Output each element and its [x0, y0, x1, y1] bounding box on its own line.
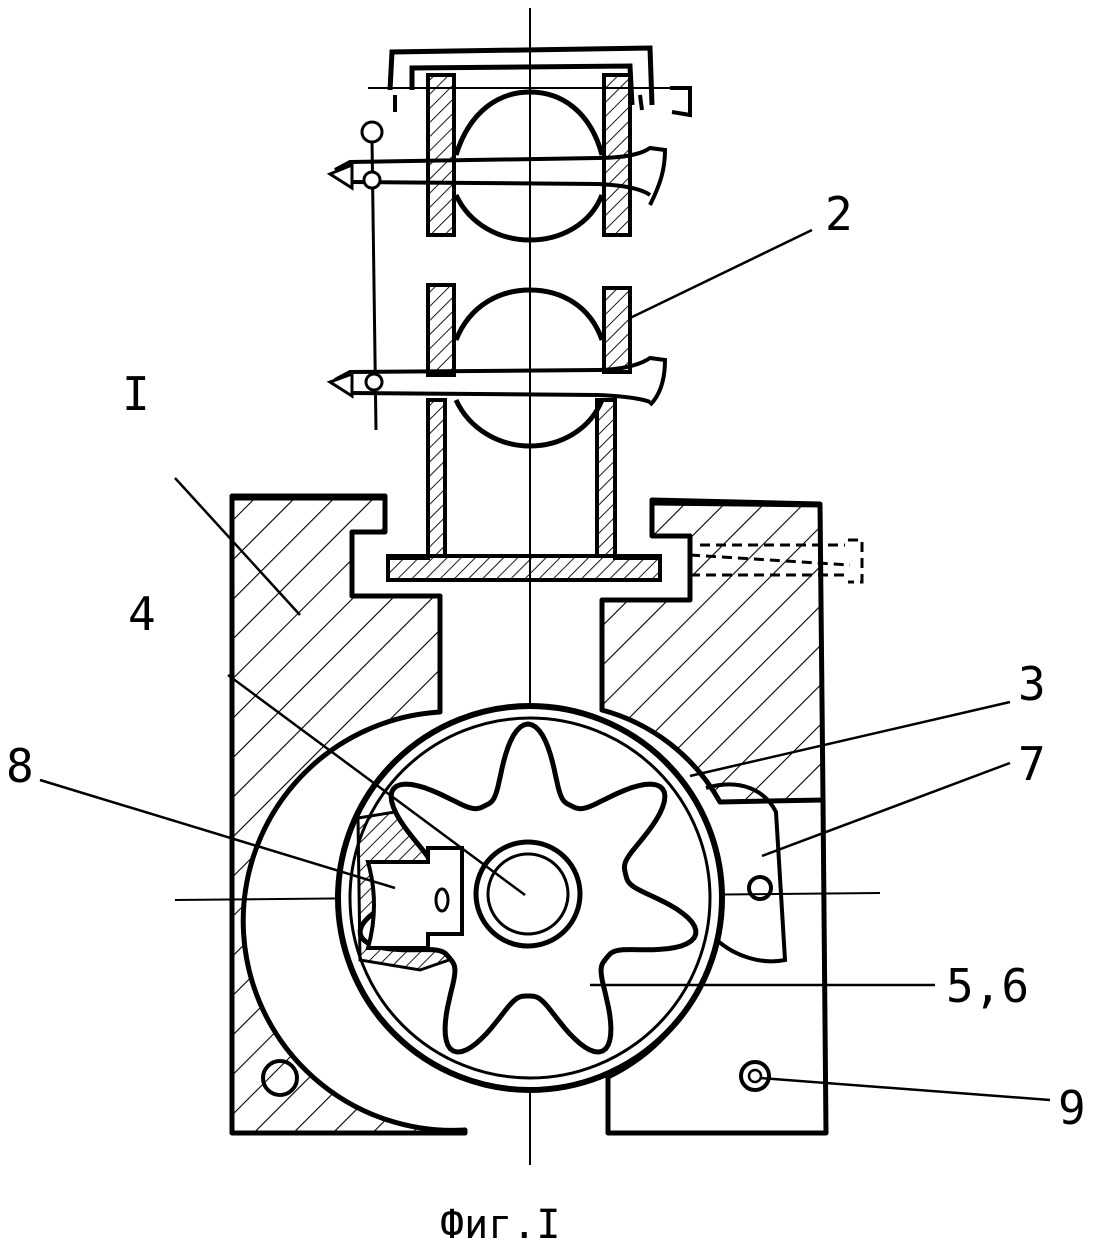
label-bypass-valve: 8: [6, 739, 34, 793]
label-outlet-channel: 7: [1018, 737, 1046, 791]
mount-hole-9: [741, 1062, 769, 1090]
shaft-4-outer: [476, 842, 580, 946]
label-shaft: 4: [128, 587, 156, 641]
label-upper-clamp: 2: [825, 187, 853, 241]
label-mount-hole: 9: [1058, 1081, 1086, 1135]
upper-clamp-2: [330, 48, 690, 446]
gear-pump: [338, 706, 722, 1090]
mount-hole-9-center: [749, 1070, 761, 1082]
label-gears: 5,6: [946, 959, 1029, 1013]
outlet-hole: [749, 877, 771, 899]
figure-caption: Фиг.I: [440, 1202, 560, 1248]
label-housing: I: [122, 367, 150, 421]
label-gear-cavity: 3: [1018, 657, 1046, 711]
